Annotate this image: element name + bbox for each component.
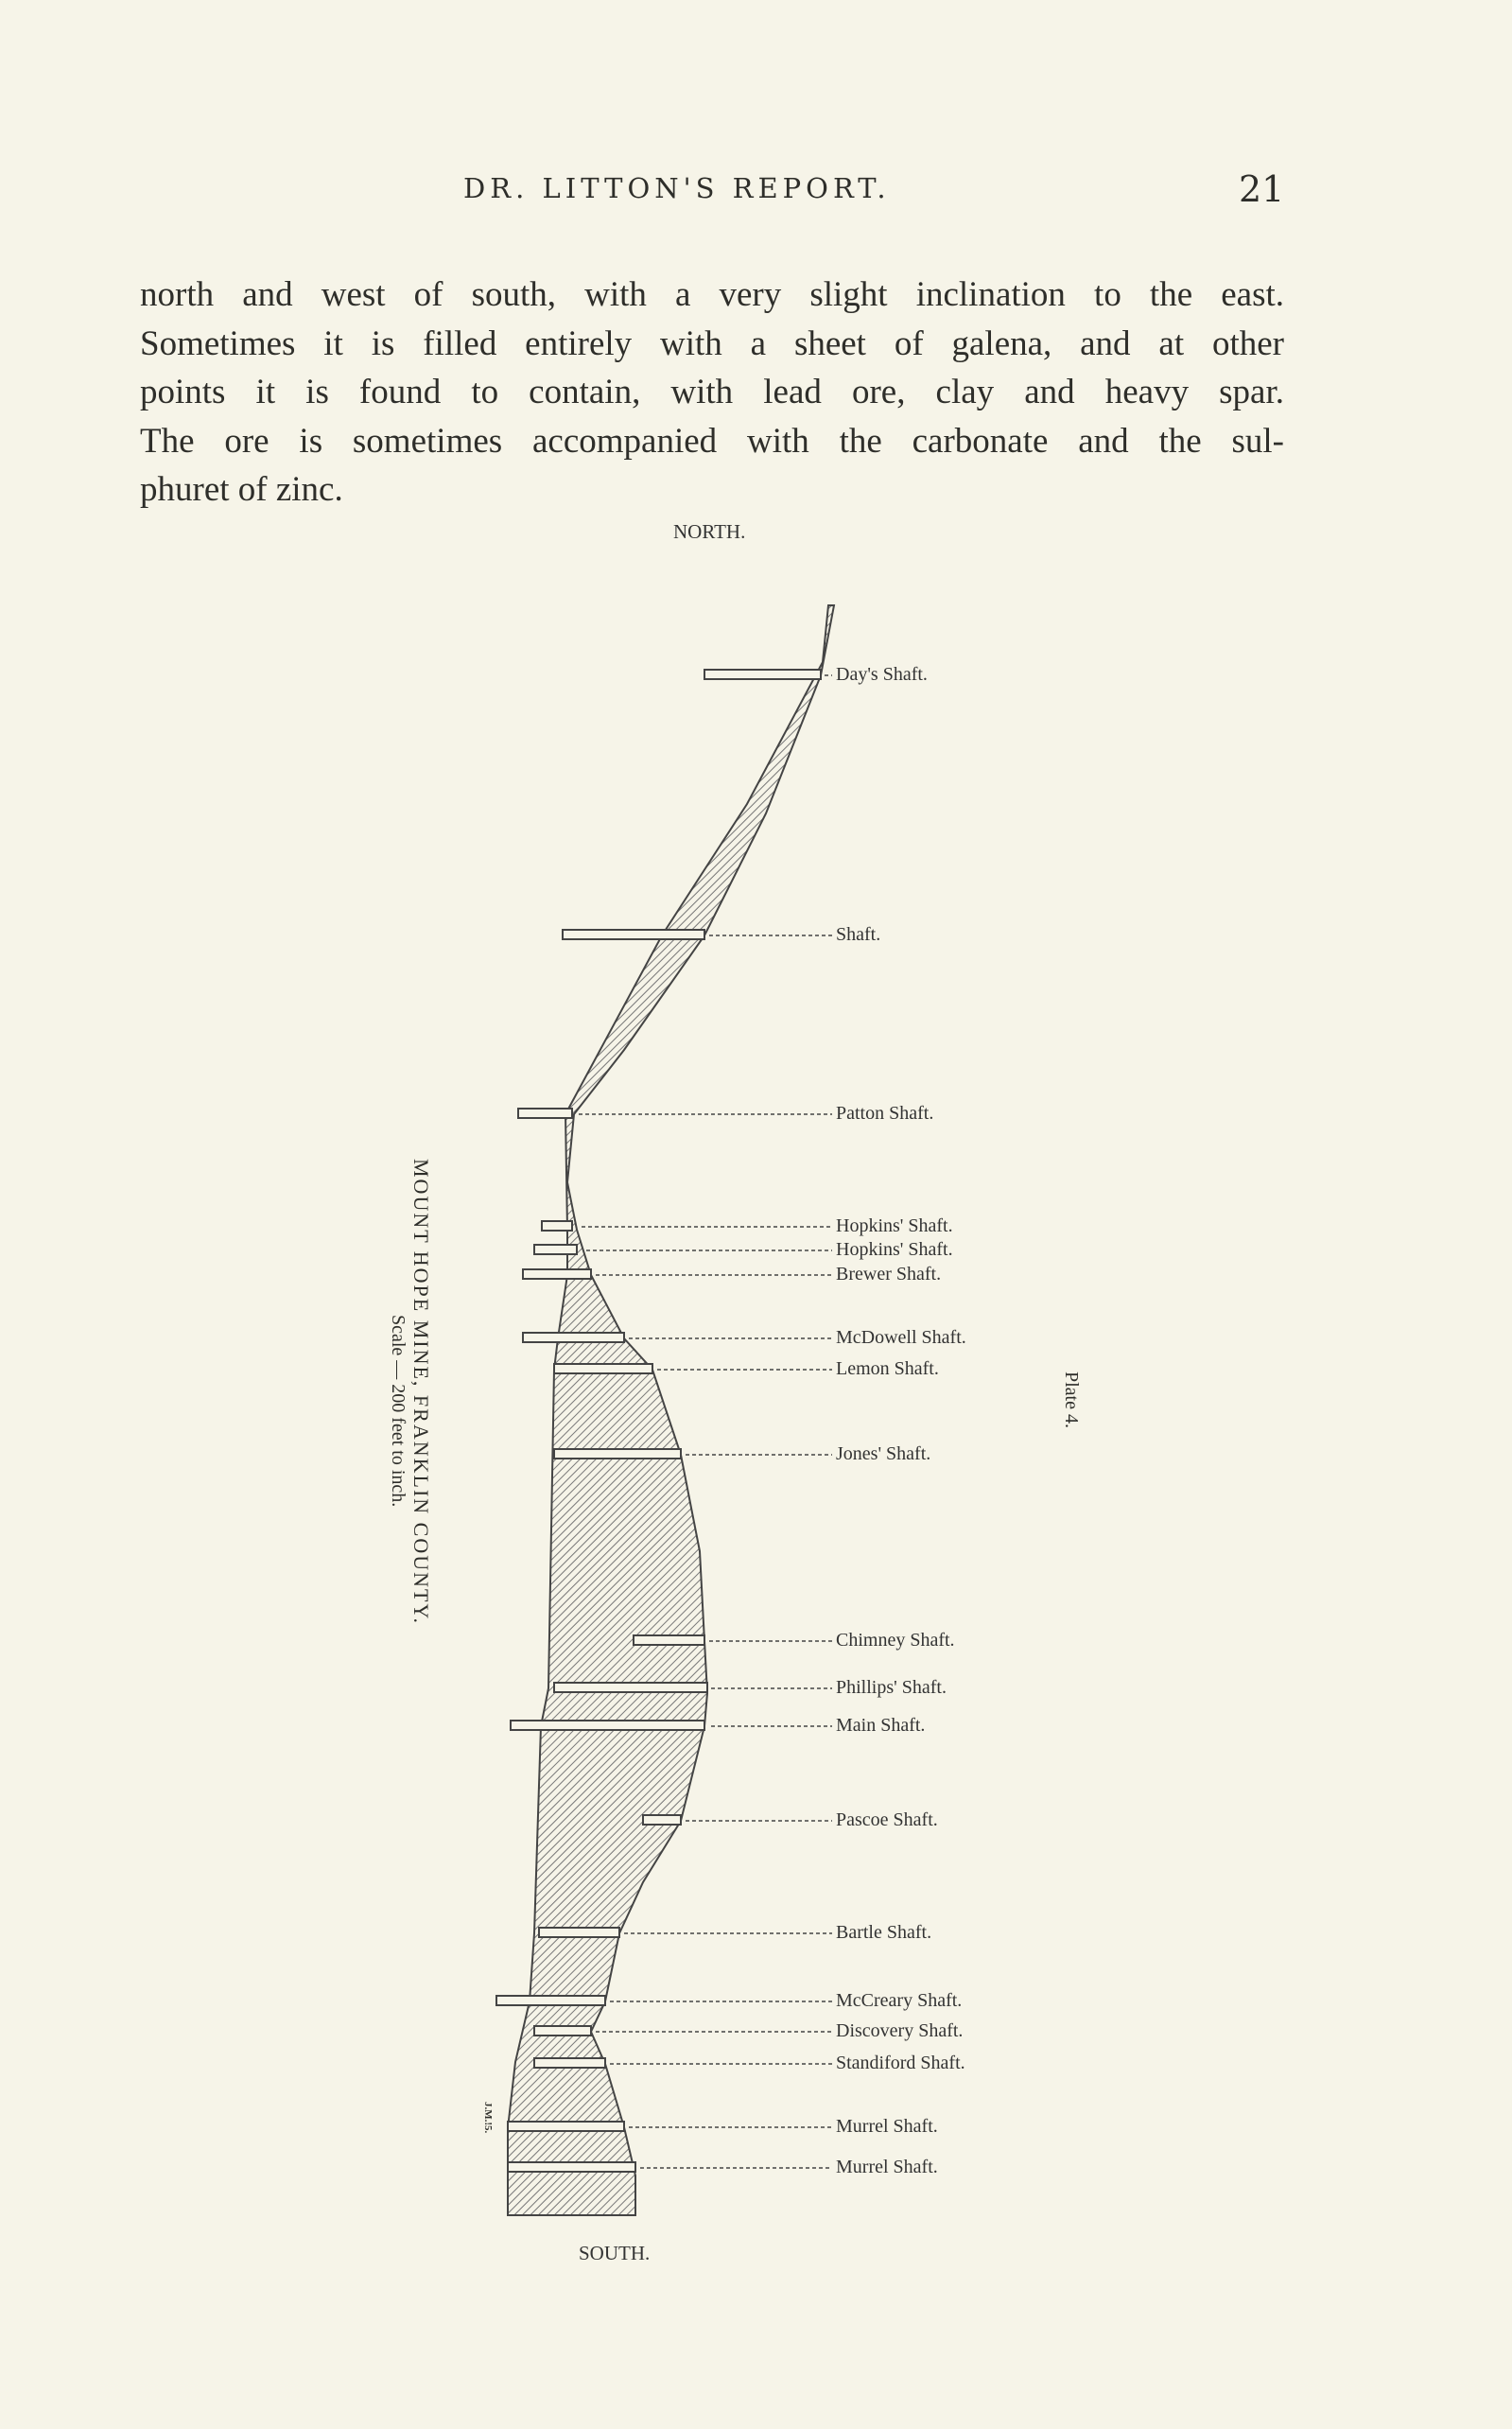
shaft-bar [510, 1720, 705, 1731]
running-head: DR. LITTON'S REPORT. [463, 172, 891, 204]
shaft-label: McCreary Shaft. [836, 1990, 963, 2011]
shaft-bar [495, 1995, 606, 2006]
shaft-bar [704, 669, 822, 680]
shaft-label: Murrel Shaft. [836, 2116, 938, 2137]
shaft-label: Patton Shaft. [836, 1103, 934, 1124]
north-label: NORTH. [673, 520, 746, 543]
shaft-label: Discovery Shaft. [836, 2020, 964, 2041]
body-line: Sometimes it is filled entirely with a s… [140, 323, 1284, 363]
shaft-label: Hopkins' Shaft. [836, 1239, 953, 1260]
shaft-bar [553, 1448, 682, 1459]
shaft-label: Brewer Shaft. [836, 1264, 942, 1284]
shaft-bar [507, 2161, 636, 2173]
body-line: north and west of south, with a very sli… [140, 275, 1284, 314]
body-line: The ore is sometimes accompanied with th… [140, 421, 1284, 461]
shaft-label: Phillips' Shaft. [836, 1677, 947, 1698]
shaft-label: Murrel Shaft. [836, 2157, 938, 2177]
south-label: SOUTH. [579, 2242, 651, 2264]
plate-number: Plate 4. [1061, 1372, 1082, 1428]
engraver-initials: J.M.!5. [482, 2102, 494, 2134]
shaft-label: Shaft. [836, 924, 881, 945]
shaft-bar [522, 1268, 592, 1280]
shaft-group [495, 669, 832, 2173]
shaft-bar [562, 929, 705, 940]
shaft-label: Hopkins' Shaft. [836, 1215, 953, 1236]
figure-scale: Scale — 200 feet to inch. [388, 1315, 408, 1508]
shaft-label: Day's Shaft. [836, 664, 928, 685]
shaft-bar [553, 1682, 708, 1693]
shaft-bar [533, 1244, 578, 1255]
shaft-bar [533, 2025, 592, 2036]
shaft-bar [538, 1927, 620, 1938]
shaft-label: Jones' Shaft. [836, 1443, 931, 1464]
shaft-bar [517, 1108, 573, 1119]
shaft-label: Bartle Shaft. [836, 1922, 932, 1943]
shaft-bar [507, 2121, 625, 2132]
shaft-bar [533, 2057, 606, 2069]
shaft-bar [642, 1814, 682, 1826]
shaft-label: Chimney Shaft. [836, 1630, 955, 1651]
shaft-label: Lemon Shaft. [836, 1358, 939, 1379]
shaft-label: Pascoe Shaft. [836, 1809, 938, 1830]
shaft-label: McDowell Shaft. [836, 1327, 966, 1348]
shaft-bar [633, 1634, 705, 1646]
shaft-label: Standiford Shaft. [836, 2053, 965, 2073]
shaft-bar [553, 1363, 653, 1374]
body-line: points it is found to contain, with lead… [140, 373, 1284, 411]
shaft-bar [541, 1220, 573, 1232]
body-paragraph: north and west of south, with a very sli… [140, 271, 1284, 515]
ore-body-profile [507, 604, 836, 2216]
shaft-bar [522, 1332, 625, 1343]
page-number: 21 [1239, 168, 1285, 210]
figure-title: MOUNT HOPE MINE, FRANKLIN COUNTY. [409, 1159, 433, 1625]
shaft-label: Main Shaft. [836, 1715, 926, 1736]
body-line: phuret of zinc. [140, 470, 343, 509]
